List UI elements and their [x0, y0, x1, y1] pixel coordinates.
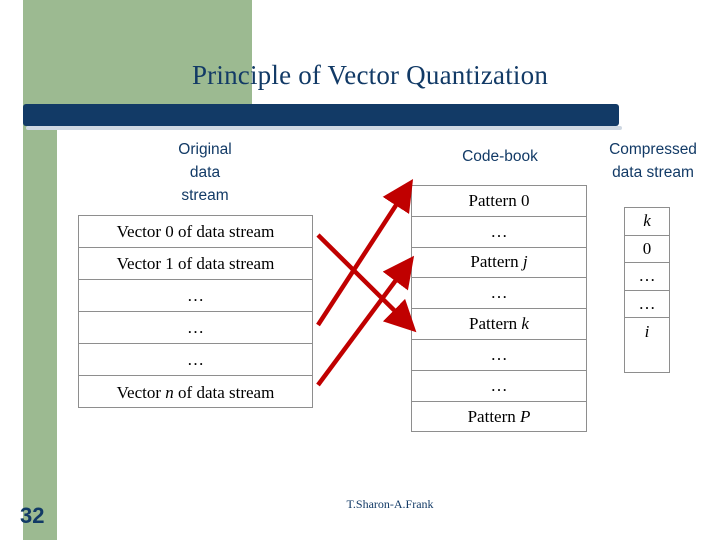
label-original-data-stream: Original data stream [150, 138, 260, 207]
table-row: k [625, 208, 669, 236]
label-original-line3: stream [181, 187, 229, 204]
table-row: Pattern P [412, 402, 586, 433]
label-compressed-line2: data stream [612, 164, 694, 181]
table-row: … [79, 344, 312, 377]
footer-text: T.Sharon-A.Frank [346, 497, 434, 511]
label-original-line1: Original [178, 141, 232, 158]
table-row: 0 [625, 236, 669, 263]
table-row: … [412, 278, 586, 310]
table-row: Vector n of data stream [79, 376, 312, 408]
table-row: Vector 1 of data stream [79, 248, 312, 281]
page-number: 32 [20, 503, 45, 528]
table-cell-variable: k [643, 211, 651, 231]
table-original-data-stream: Vector 0 of data stream Vector 1 of data… [78, 215, 313, 408]
table-cell-text: Vector [116, 382, 166, 402]
table-cell-variable: P [520, 406, 531, 426]
table-row: … [79, 280, 312, 313]
title-bar [23, 104, 619, 126]
table-cell-variable: i [644, 321, 650, 341]
table-row: Vector 0 of data stream [79, 216, 312, 249]
table-cell-text: Pattern [467, 406, 520, 426]
table-row: … [79, 312, 312, 345]
table-row: Pattern k [412, 309, 586, 340]
table-row: Pattern j [412, 248, 586, 279]
table-row: i [625, 318, 669, 346]
white-left-margin [0, 0, 23, 540]
table-row: … [625, 291, 669, 318]
label-code-book: Code-book [462, 148, 538, 165]
label-original-line2: data [189, 164, 221, 181]
table-cell-text: Pattern [469, 314, 522, 334]
table-code-book: Pattern 0 … Pattern j … Pattern k … … Pa… [411, 185, 587, 432]
table-cell-variable: j [522, 252, 528, 272]
table-compressed-data-stream: k 0 … … i [624, 207, 670, 373]
table-row: … [625, 263, 669, 291]
table-row: Pattern 0 [412, 186, 586, 217]
title-bar-shadow [26, 126, 622, 130]
label-compressed-data-stream: Compressed data stream [590, 138, 716, 184]
table-cell-variable: k [521, 314, 529, 334]
table-row: … [412, 217, 586, 248]
label-compressed-line1: Compressed [609, 141, 697, 158]
page-title: Principle of Vector Quantization [191, 60, 549, 90]
table-cell-text: Pattern [470, 252, 523, 272]
table-cell-text-2: of data stream [173, 382, 275, 402]
table-cell-variable: n [165, 382, 174, 402]
table-row: … [412, 371, 586, 402]
table-row: … [412, 340, 586, 371]
